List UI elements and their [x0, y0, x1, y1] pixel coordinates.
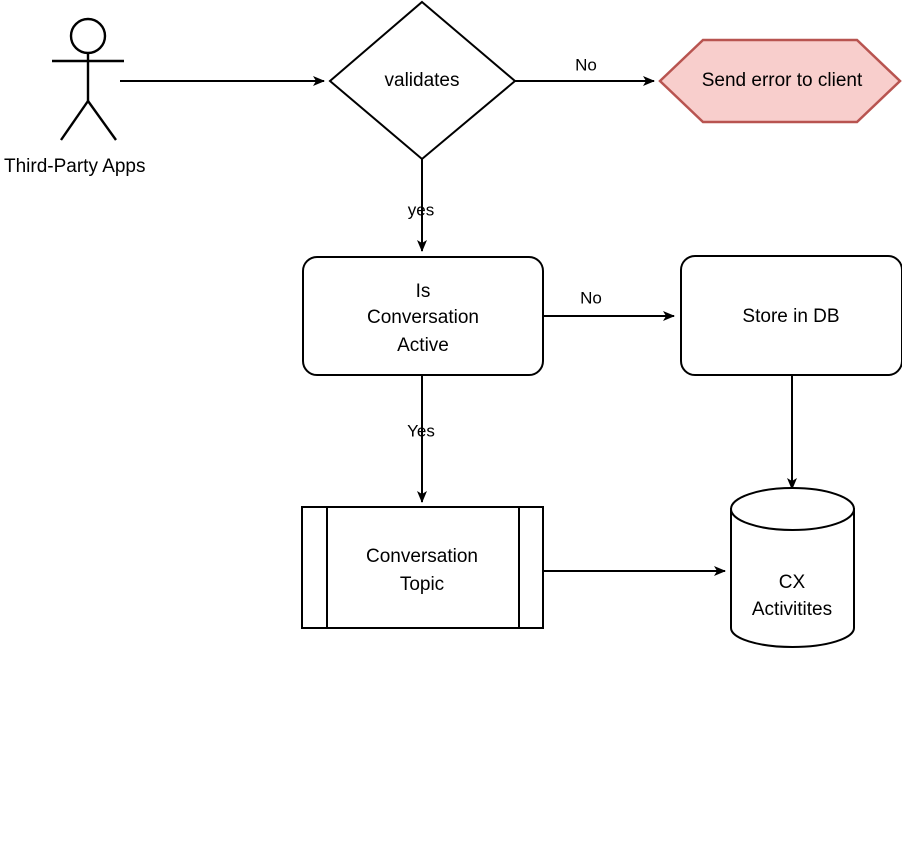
node-conversation-topic[interactable]: Conversation Topic	[301, 506, 544, 629]
validates-label: validates	[385, 70, 460, 91]
send-error-label: Send error to client	[702, 70, 863, 91]
conversation-topic-label-line1: Conversation	[366, 546, 478, 567]
node-cx-activities[interactable]: CX Activitites	[730, 487, 855, 648]
is-conversation-active-label-line1: Is	[416, 281, 431, 302]
edge-validates-to-active: yes	[408, 159, 434, 252]
edge-label-no-active: No	[580, 288, 602, 307]
node-send-error-to-client[interactable]: Send error to client	[658, 38, 902, 124]
conversation-topic-shape	[301, 506, 544, 629]
edge-label-no-validates: No	[575, 55, 597, 74]
cx-activities-cylinder-body	[730, 508, 855, 648]
edge-active-to-topic: Yes	[407, 375, 435, 503]
actor-head-icon	[69, 17, 107, 55]
cx-activities-label-line1: CX	[779, 572, 806, 593]
cx-activities-label-line2: Activitites	[752, 599, 832, 620]
actor-leg-left-icon	[60, 100, 89, 141]
edge-label-yes-validates: yes	[408, 200, 434, 219]
node-validates[interactable]: validates	[328, 0, 517, 161]
is-conversation-active-label-line3: Active	[397, 335, 449, 356]
node-store-in-db[interactable]: Store in DB	[680, 255, 902, 376]
cx-activities-cylinder-top	[730, 487, 855, 531]
node-is-conversation-active[interactable]: Is Conversation Active	[302, 256, 544, 376]
actor-third-party-apps[interactable]: Third-Party Apps	[4, 17, 146, 177]
is-conversation-active-label-line2: Conversation	[367, 307, 479, 328]
conversation-topic-label-line2: Topic	[400, 574, 444, 595]
edge-validates-to-send-error: No	[515, 55, 655, 86]
actor-label: Third-Party Apps	[4, 156, 146, 177]
send-error-hexagon-shape	[658, 38, 902, 124]
edge-label-yes-active: Yes	[407, 421, 435, 440]
edge-active-to-store-db: No	[543, 288, 675, 321]
actor-leg-right-icon	[87, 100, 117, 141]
store-in-db-label: Store in DB	[742, 306, 839, 327]
